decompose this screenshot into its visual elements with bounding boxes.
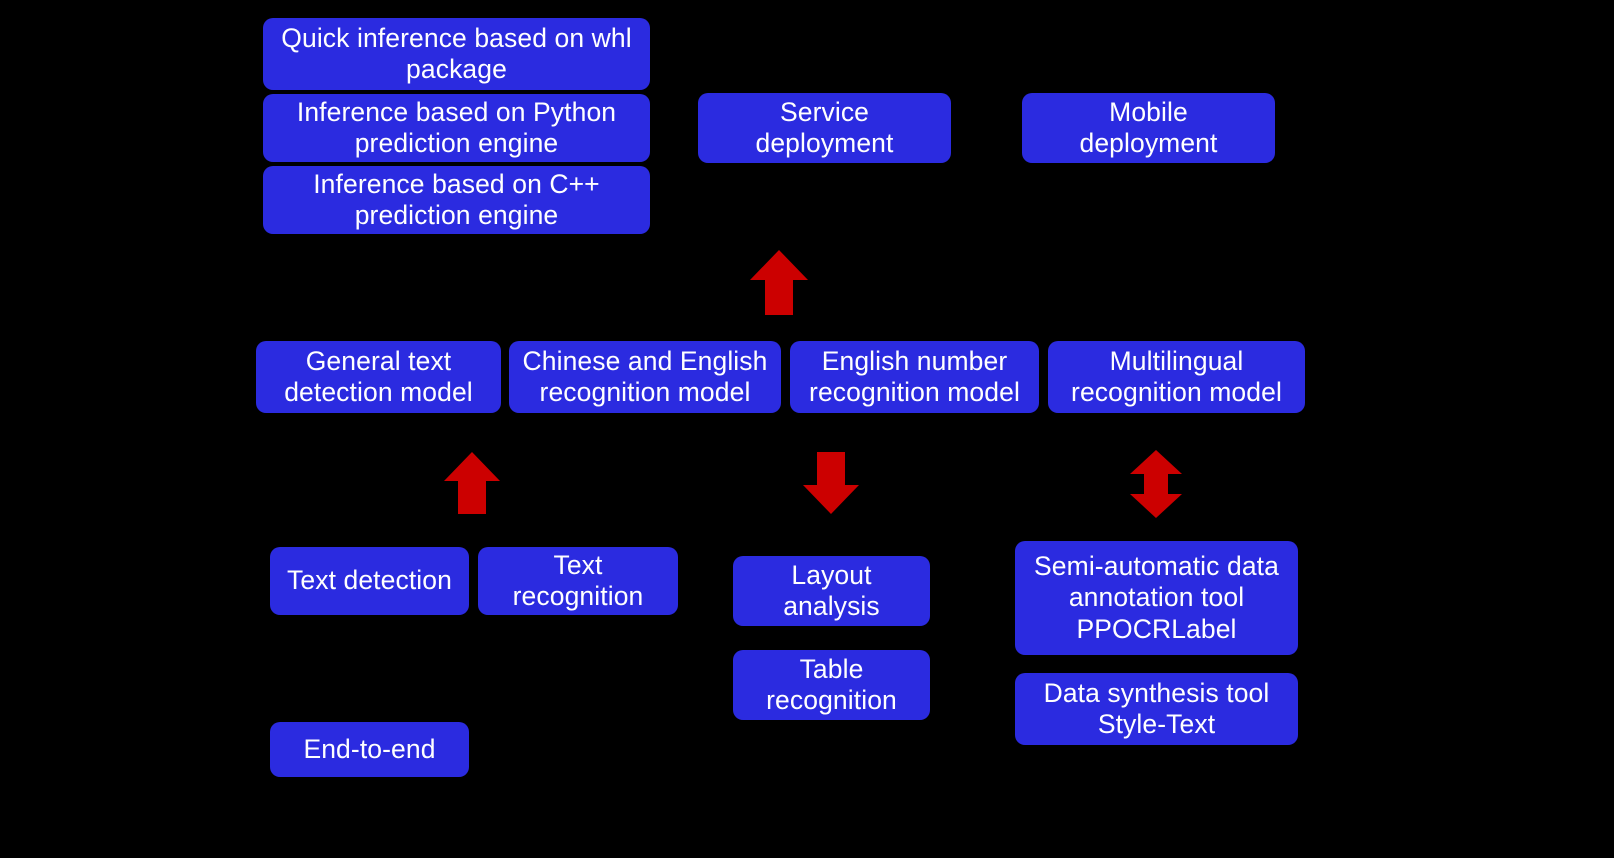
box-chinese-english-recognition-model: Chinese and English recognition model (509, 341, 781, 413)
box-english-number-recognition-model: English number recognition model (790, 341, 1039, 413)
arrow-models-to-data-tools-icon (1130, 450, 1182, 518)
box-multilingual-recognition-model: Multilingual recognition model (1048, 341, 1305, 413)
box-inference-python-engine: Inference based on Python prediction eng… (263, 94, 650, 162)
arrow-capabilities-to-models-icon (444, 452, 500, 514)
box-mobile-deployment: Mobile deployment (1022, 93, 1275, 163)
box-layout-analysis: Layout analysis (733, 556, 930, 626)
box-end-to-end: End-to-end (270, 722, 469, 777)
box-quick-inference-whl: Quick inference based on whl package (263, 18, 650, 90)
arrow-models-to-document-analysis-icon (803, 452, 859, 514)
box-semi-automatic-annotation-tool: Semi-automatic data annotation tool PPOC… (1015, 541, 1298, 655)
box-service-deployment: Service deployment (698, 93, 951, 163)
box-inference-cpp-engine: Inference based on C++ prediction engine (263, 166, 650, 234)
box-text-recognition: Text recognition (478, 547, 678, 615)
box-general-text-detection-model: General text detection model (256, 341, 501, 413)
arrow-models-to-deployment-icon (750, 250, 808, 315)
box-text-detection: Text detection (270, 547, 469, 615)
box-data-synthesis-tool: Data synthesis tool Style-Text (1015, 673, 1298, 745)
box-table-recognition: Table recognition (733, 650, 930, 720)
